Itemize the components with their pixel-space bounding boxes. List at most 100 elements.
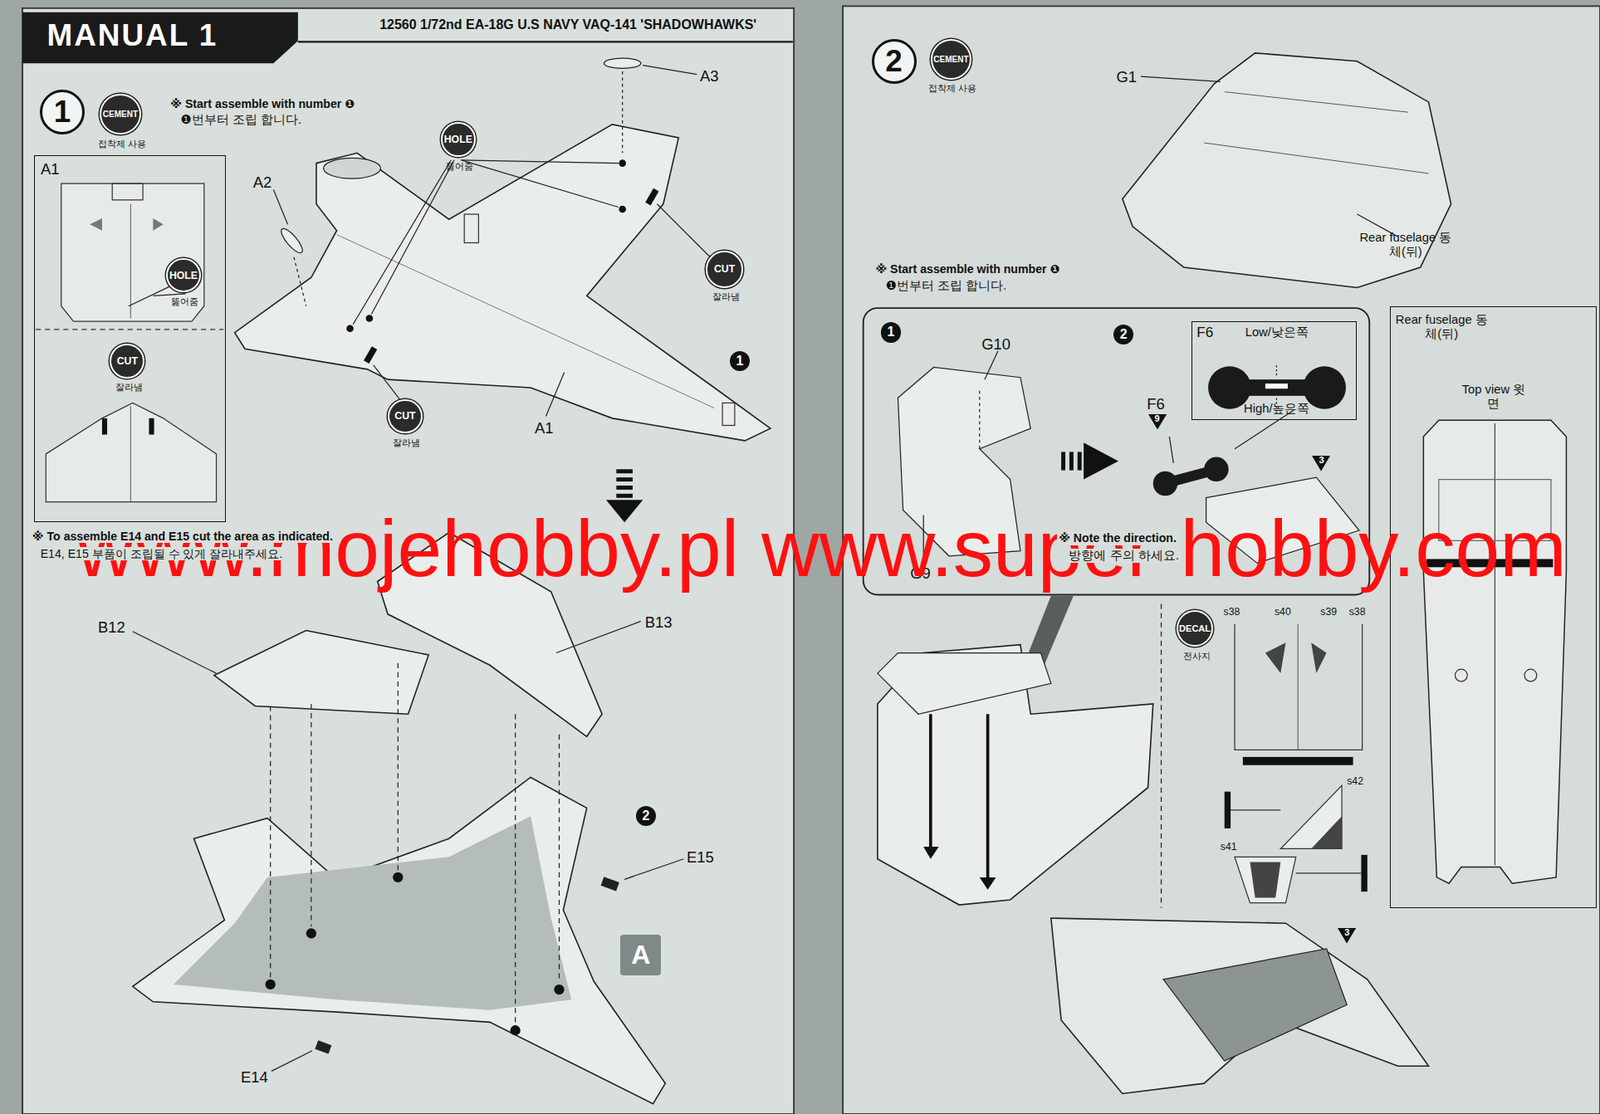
part-number: F6 bbox=[1146, 395, 1165, 413]
node-text: A bbox=[620, 934, 661, 976]
direction-triangle: 3 bbox=[1337, 928, 1356, 944]
note-text: ※ Start assemble with number ❶ bbox=[170, 97, 355, 111]
polygon-drawing bbox=[173, 816, 572, 1010]
cement-icon: CEMENT접착제 사용 bbox=[99, 93, 141, 135]
cut-icon: CUT잘라냄 bbox=[705, 250, 743, 288]
polygon-drawing bbox=[1280, 785, 1342, 849]
rect-drawing bbox=[645, 188, 659, 206]
decal-icon: DECAL전사지 bbox=[1176, 610, 1214, 647]
node-text: 전사지 bbox=[1147, 650, 1246, 662]
line-drawing bbox=[621, 71, 623, 153]
line-drawing bbox=[1203, 142, 1429, 174]
part-number: G1 bbox=[1115, 68, 1137, 86]
rect-drawing bbox=[464, 214, 479, 243]
line-drawing bbox=[269, 705, 271, 978]
kit-header: 12560 1/72nd EA-18G U.S NAVY VAQ-141 'SH… bbox=[379, 17, 757, 33]
line-drawing bbox=[1160, 604, 1162, 909]
circle-drawing bbox=[618, 205, 627, 214]
line-drawing bbox=[460, 160, 618, 164]
node-text: 2 bbox=[874, 41, 915, 82]
polygon-drawing bbox=[1423, 420, 1566, 884]
note-text: ❶번부터 조립 합니다. bbox=[885, 278, 1008, 294]
triangle-fill bbox=[1337, 928, 1356, 944]
node-text: 잘라냄 bbox=[81, 381, 178, 393]
polygon-drawing bbox=[234, 124, 771, 441]
line-drawing bbox=[545, 372, 564, 417]
note-text: ※ Note the direction. bbox=[1056, 531, 1179, 545]
circle-drawing bbox=[1153, 471, 1178, 496]
line-drawing bbox=[152, 293, 186, 296]
path-drawing bbox=[1234, 624, 1363, 750]
part-number: A2 bbox=[253, 173, 273, 191]
circle-drawing bbox=[1524, 669, 1537, 682]
line-drawing bbox=[397, 663, 399, 871]
polygon-drawing bbox=[22, 12, 299, 64]
node-text: A1 bbox=[40, 160, 60, 178]
circle-drawing bbox=[618, 159, 627, 167]
line-drawing bbox=[352, 160, 451, 325]
part-name: Rear fuselage 동체(뒤) bbox=[1357, 230, 1455, 260]
node-text: 1 bbox=[880, 322, 902, 343]
rect-drawing bbox=[102, 418, 108, 436]
node-text: 2 bbox=[1113, 324, 1135, 346]
callout-number: 1 bbox=[880, 322, 902, 343]
line-drawing bbox=[1276, 365, 1278, 378]
direction-triangle: 3 bbox=[1311, 455, 1331, 471]
line-drawing bbox=[293, 257, 307, 307]
part-number: B12 bbox=[97, 618, 126, 637]
line-drawing bbox=[132, 631, 217, 674]
node-text: 9 bbox=[1148, 414, 1167, 430]
polygon-drawing bbox=[45, 402, 216, 502]
line-drawing bbox=[624, 859, 684, 881]
line-drawing bbox=[371, 160, 455, 315]
line-drawing bbox=[1169, 436, 1174, 464]
note-text: ※ To assemble E14 and E15 cut the area a… bbox=[30, 529, 335, 544]
cut-icon: CUT잘라냄 bbox=[109, 343, 145, 379]
decal-number: s38 bbox=[1223, 606, 1241, 618]
direction-triangle: 9 bbox=[1148, 414, 1167, 430]
part-number: E14 bbox=[240, 1068, 269, 1087]
part-number: E15 bbox=[686, 848, 715, 867]
decal-number: s41 bbox=[1220, 841, 1238, 853]
line-drawing bbox=[128, 285, 172, 307]
node-text: HOLE bbox=[442, 123, 475, 156]
circle-drawing bbox=[306, 928, 317, 939]
line-drawing bbox=[656, 204, 710, 258]
part-number: B13 bbox=[645, 613, 673, 632]
part-number: A3 bbox=[699, 67, 720, 85]
part-number: A1 bbox=[534, 419, 554, 437]
node-text: 접착제 사용 bbox=[901, 83, 1004, 94]
node-text: 잘라냄 bbox=[677, 291, 776, 303]
rect-drawing bbox=[616, 494, 633, 499]
polygon-drawing bbox=[877, 645, 1154, 906]
cement-icon: CEMENT접착제 사용 bbox=[930, 39, 972, 80]
rect-drawing bbox=[601, 876, 620, 891]
note-text: E14, E15 부품이 조립될 수 있게 잘라내주세요. bbox=[39, 547, 285, 561]
polygon-drawing bbox=[877, 653, 1052, 715]
path-drawing bbox=[89, 218, 163, 231]
node-text: Top view 윗면 bbox=[1459, 382, 1527, 412]
circle-drawing bbox=[553, 984, 564, 995]
node-text: 접착제 사용 bbox=[71, 138, 174, 150]
rect-drawing bbox=[112, 183, 143, 201]
line-drawing bbox=[558, 734, 560, 984]
note-box: F6Low/낮은쪽High/높은쪽 bbox=[1191, 321, 1357, 421]
rect-drawing bbox=[363, 346, 377, 364]
hole-icon: HOLE뚫어줌 bbox=[440, 122, 476, 157]
circle-drawing bbox=[392, 872, 403, 883]
callout-number: 2 bbox=[1113, 324, 1135, 346]
hole-icon: HOLE뚫어줌 bbox=[166, 258, 201, 294]
node-text: 잘라냄 bbox=[358, 437, 456, 449]
polygon-drawing bbox=[1234, 856, 1297, 903]
polygon-drawing bbox=[923, 846, 939, 860]
line-drawing bbox=[271, 1051, 313, 1072]
circle-drawing bbox=[1203, 457, 1229, 482]
line-drawing bbox=[642, 65, 697, 75]
callout-number: 2 bbox=[636, 806, 657, 827]
circle-drawing bbox=[366, 314, 374, 323]
line-drawing bbox=[929, 714, 933, 847]
node-text: CUT bbox=[111, 345, 143, 377]
rect-drawing bbox=[1061, 451, 1066, 470]
line-drawing bbox=[978, 387, 980, 450]
ellipse-drawing bbox=[323, 157, 382, 179]
